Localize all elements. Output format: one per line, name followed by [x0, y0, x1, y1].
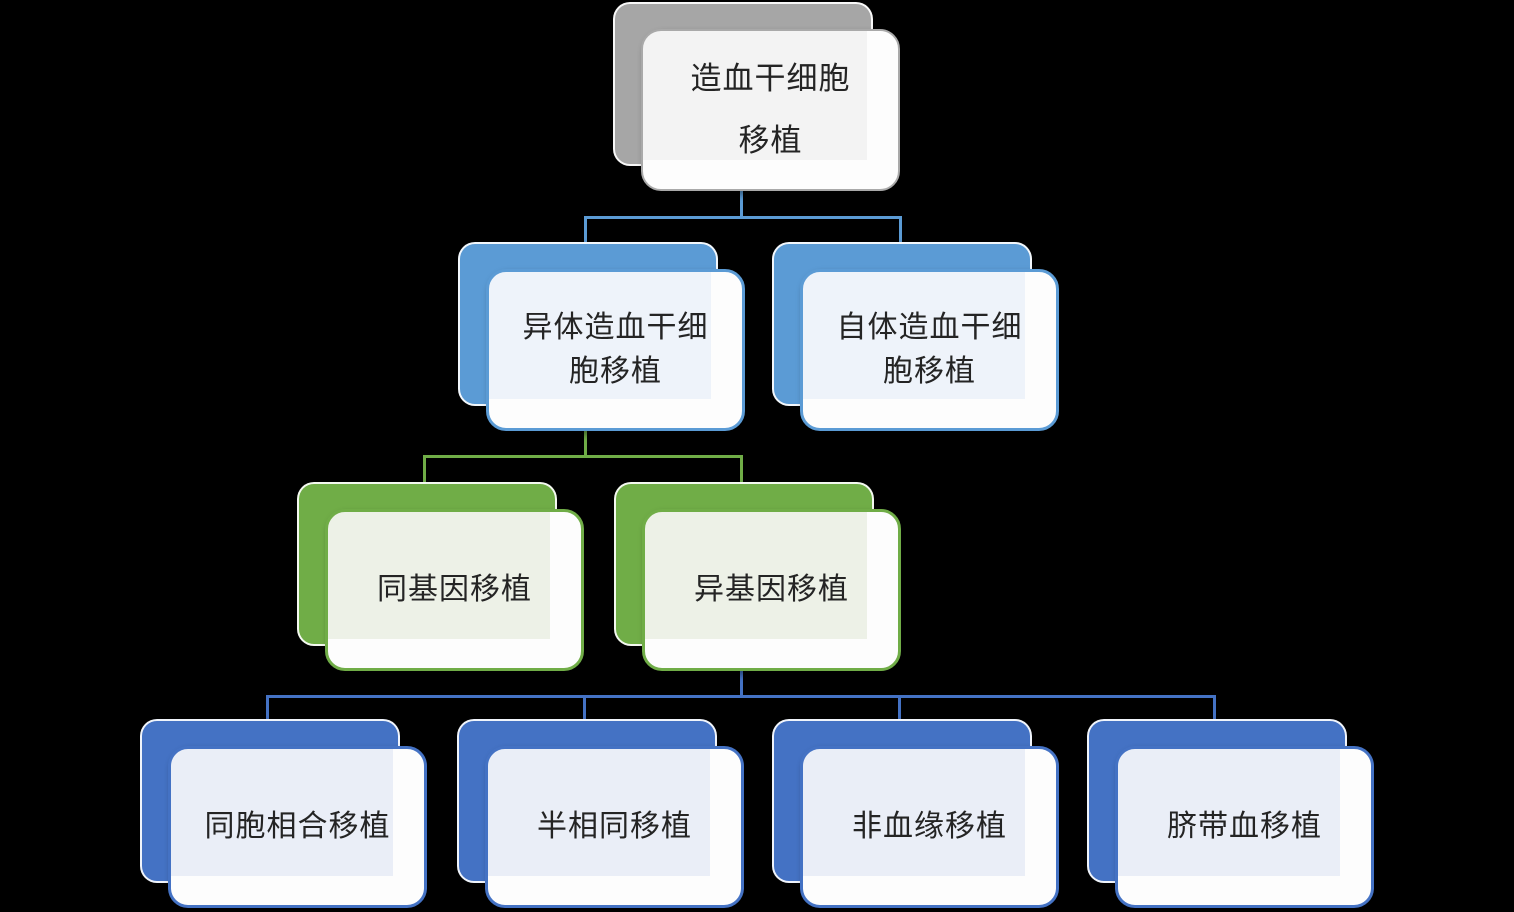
node-front-card: 造血干细胞 移植 — [641, 29, 900, 191]
node-syngeneic-transplant: 同基因移植 — [297, 482, 584, 671]
node-autologous-hsct: 自体造血干细 胞移植 — [772, 242, 1059, 431]
connector-segment — [423, 455, 426, 484]
node-haploidentical-transplant: 半相同移植 — [457, 719, 744, 908]
node-label: 自体造血干细 胞移植 — [836, 311, 1023, 388]
connector-segment — [584, 431, 587, 458]
connector-segment — [584, 216, 902, 219]
node-label: 异基因移植 — [694, 573, 849, 606]
node-label: 同胞相合移植 — [204, 810, 391, 843]
node-sibling-matched-transplant: 同胞相合移植 — [140, 719, 427, 908]
connector-segment — [899, 216, 902, 244]
node-allogeneic-transplant: 异基因移植 — [614, 482, 901, 671]
node-front-card: 半相同移植 — [485, 746, 744, 908]
connector-segment — [740, 191, 743, 219]
node-label: 同基因移植 — [377, 573, 532, 606]
connector-segment — [898, 695, 901, 721]
node-front-card: 自体造血干细 胞移植 — [800, 269, 1059, 431]
connector-segment — [1213, 695, 1216, 721]
node-front-card: 脐带血移植 — [1115, 746, 1374, 908]
node-front-card: 异基因移植 — [642, 509, 901, 671]
node-front-card: 同胞相合移植 — [168, 746, 427, 908]
node-front-card: 同基因移植 — [325, 509, 584, 671]
node-label: 非血缘移植 — [852, 810, 1007, 843]
connector-segment — [584, 216, 587, 244]
node-label: 脐带血移植 — [1167, 810, 1322, 843]
node-unrelated-donor-transplant: 非血缘移植 — [772, 719, 1059, 908]
node-label: 异体造血干细 胞移植 — [522, 311, 709, 388]
node-label: 造血干细胞 移植 — [690, 61, 851, 158]
connector-segment — [266, 695, 269, 721]
node-root: 造血干细胞 移植 — [613, 2, 900, 191]
node-front-card: 异体造血干细 胞移植 — [486, 269, 745, 431]
connector-segment — [740, 671, 743, 698]
node-label: 半相同移植 — [537, 810, 692, 843]
node-allogeneic-hsct: 异体造血干细 胞移植 — [458, 242, 745, 431]
connector-segment — [583, 695, 586, 721]
connector-segment — [423, 455, 743, 458]
connector-segment — [266, 695, 1216, 698]
connector-segment — [740, 455, 743, 484]
node-front-card: 非血缘移植 — [800, 746, 1059, 908]
node-cord-blood-transplant: 脐带血移植 — [1087, 719, 1374, 908]
